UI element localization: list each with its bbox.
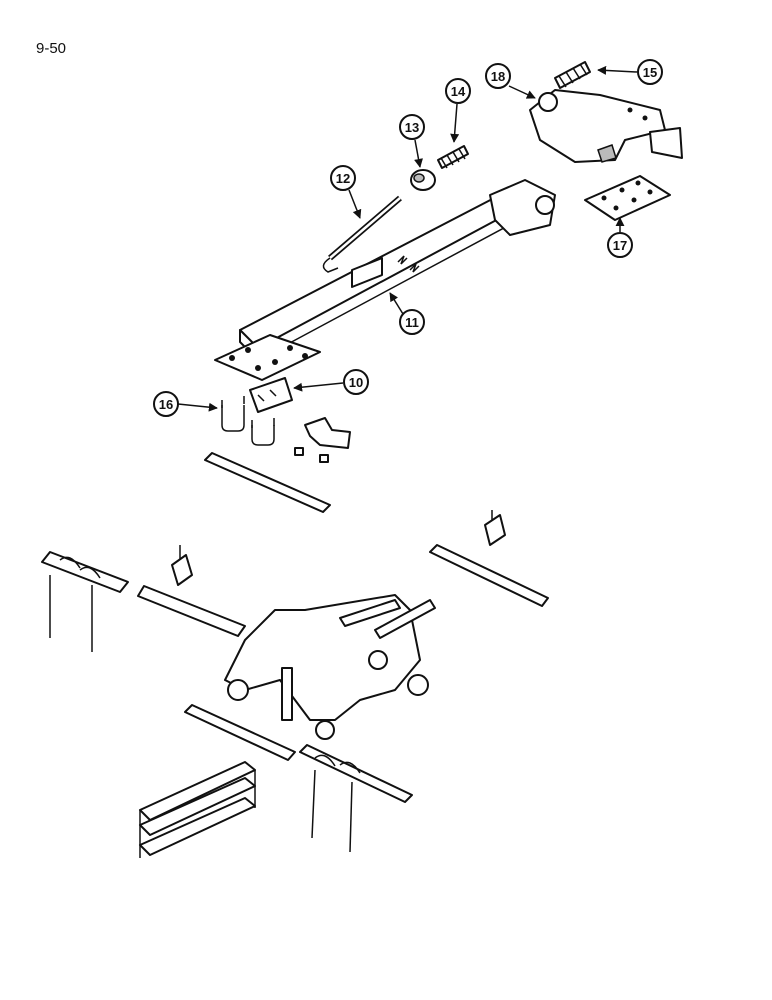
callout-13: 13: [399, 114, 425, 168]
callout-14: 14: [445, 78, 471, 143]
callout-16: 16: [153, 391, 218, 417]
u-bolts: [221, 396, 275, 446]
pivot-bracket: [529, 89, 666, 163]
spring-part-14: [437, 145, 469, 169]
small-bracket: [294, 417, 351, 463]
callout-18: 18: [485, 63, 536, 99]
clamp-part: [249, 377, 293, 413]
small-plate: [649, 127, 683, 159]
callout-label-15: 15: [643, 65, 657, 80]
callout-label-10: 10: [349, 375, 363, 390]
callout-label-16: 16: [159, 397, 173, 412]
plate-part: [584, 175, 671, 221]
callout-label-18: 18: [491, 69, 505, 84]
nut-part: [410, 169, 436, 191]
callout-12: 12: [330, 165, 362, 219]
callout-label-14: 14: [451, 84, 466, 99]
callout-label-17: 17: [613, 238, 627, 253]
callout-11: 11: [389, 292, 425, 335]
spring-part-15: [554, 61, 591, 89]
callout-10: 10: [293, 369, 369, 395]
callout-label-11: 11: [405, 315, 419, 330]
callout-label-13: 13: [405, 120, 419, 135]
upper-shaft: [204, 452, 331, 513]
page-number: 9-50: [36, 40, 67, 57]
arm-assembly: [214, 179, 556, 381]
callout-17: 17: [607, 217, 633, 258]
callout-15: 15: [597, 59, 663, 85]
lower-frame: [41, 510, 549, 858]
callout-label-12: 12: [336, 171, 350, 186]
rod-part: [322, 195, 402, 273]
